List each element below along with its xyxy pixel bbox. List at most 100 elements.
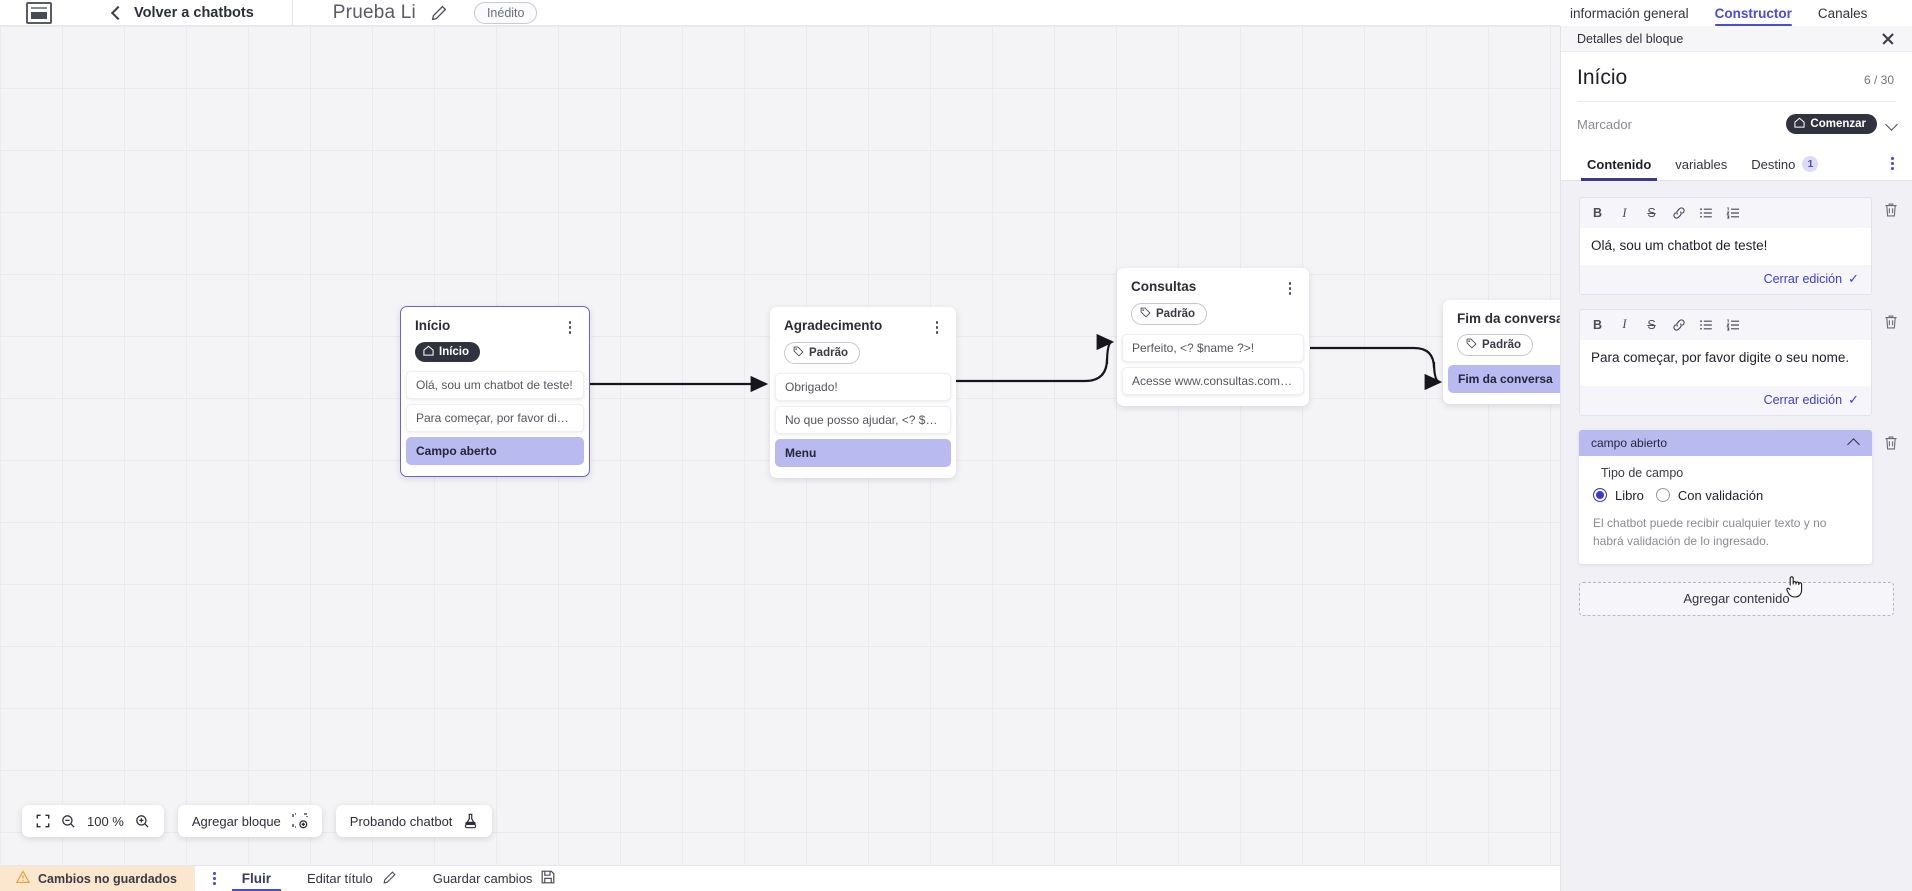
trash-icon[interactable] — [1882, 313, 1900, 331]
node-tag-label: Padrão — [809, 346, 848, 359]
node-tag-label: Padrão — [1156, 307, 1195, 320]
link-icon[interactable] — [1665, 314, 1692, 336]
node-row[interactable]: Campo aberto — [406, 436, 584, 465]
node-header: Fim da conversa — [1443, 309, 1562, 326]
block-details-panel: Detalles del bloque Início 6 / 30 Marcad… — [1560, 26, 1912, 891]
back-to-chatbots-link[interactable]: Volver a chatbots — [134, 4, 254, 21]
strikethrough-icon[interactable]: S — [1647, 206, 1656, 220]
editor-toolbar: B I S — [1580, 198, 1871, 228]
node-row[interactable]: Acesse www.consultas.com par... — [1122, 366, 1304, 395]
node-rows: Obrigado! No que posso ajudar, <? $name … — [770, 372, 956, 478]
strikethrough-icon[interactable]: S — [1647, 317, 1656, 332]
add-block-button[interactable]: Agregar bloque — [177, 805, 322, 837]
close-edit-button[interactable]: Cerrar edición ✓ — [1580, 386, 1871, 415]
open-field-title: campo abierto — [1591, 435, 1668, 450]
editor-text[interactable]: Olá, sou um chatbot de teste! — [1580, 228, 1871, 265]
tab-canales[interactable]: Canales — [1817, 5, 1868, 21]
tab-contenido[interactable]: Contenido — [1575, 148, 1663, 181]
kebab-menu-icon[interactable] — [563, 318, 577, 334]
node-row[interactable]: Para começar, por favor digite o ... — [406, 403, 584, 432]
app-logo-icon[interactable] — [26, 1, 52, 24]
close-edit-button[interactable]: Cerrar edición ✓ — [1580, 265, 1871, 294]
node-rows: Perfeito, <? $name ?>! Acesse www.consul… — [1117, 333, 1309, 406]
destino-count-badge: 1 — [1802, 156, 1819, 172]
zoom-control-group[interactable]: 100 % — [22, 805, 164, 837]
add-content-button[interactable]: Agregar contenido — [1579, 581, 1894, 616]
edit-title-button[interactable]: Editar título — [307, 870, 397, 888]
editor-text[interactable]: Para começar, por favor digite o seu nom… — [1580, 339, 1871, 386]
content-editor-block: B I S — [1579, 197, 1900, 295]
node-tag-badge: Padrão — [784, 341, 860, 364]
chevron-down-icon[interactable] — [1885, 118, 1898, 131]
close-icon[interactable] — [1880, 31, 1896, 47]
mouse-cursor — [1784, 574, 1806, 605]
tab-variables[interactable]: variables — [1663, 148, 1739, 180]
node-row[interactable]: Menu — [775, 438, 951, 467]
numbered-list-icon[interactable] — [1719, 314, 1746, 336]
radio-label: Libro — [1615, 487, 1644, 503]
radio-libro[interactable]: Libro — [1593, 488, 1644, 503]
check-icon: ✓ — [1848, 270, 1859, 286]
tab-destino[interactable]: Destino 1 — [1739, 147, 1830, 180]
tab-label: Contenido — [1587, 156, 1652, 172]
flow-node-fim-da-conversa[interactable]: Fim da conversa Padrão Fim da conversa — [1443, 300, 1562, 404]
node-row[interactable]: Obrigado! — [775, 372, 951, 401]
tag-icon — [1140, 307, 1151, 321]
flow-node-inicio[interactable]: Início Início Olá, sou um chatbot de tes… — [400, 306, 590, 477]
test-chatbot-label: Probando chatbot — [349, 813, 453, 829]
pencil-icon[interactable] — [430, 4, 448, 22]
numbered-list-icon[interactable] — [1719, 202, 1746, 224]
flow-canvas[interactable]: Início Início Olá, sou um chatbot de tes… — [0, 26, 1562, 865]
save-changes-button[interactable]: Guardar cambios — [433, 870, 556, 887]
link-icon[interactable] — [1665, 202, 1692, 224]
chevron-left-icon[interactable] — [108, 5, 124, 21]
test-chatbot-button[interactable]: Probando chatbot — [335, 805, 493, 837]
kebab-menu-icon[interactable] — [1891, 156, 1906, 171]
kebab-menu-icon[interactable] — [1283, 279, 1297, 295]
node-row[interactable]: No que posso ajudar, <? $name ... — [775, 405, 951, 434]
editor-toolbar: B I S — [1580, 310, 1871, 340]
marker-badge[interactable]: Comenzar — [1786, 114, 1877, 134]
kebab-menu-icon[interactable] — [212, 871, 216, 886]
zoom-in-icon[interactable] — [135, 814, 150, 829]
rich-text-editor[interactable]: B I S — [1579, 308, 1872, 416]
node-row[interactable]: Olá, sou um chatbot de teste! — [406, 370, 584, 399]
tab-informacion-general[interactable]: información general — [1570, 5, 1689, 21]
node-title: Consultas — [1131, 279, 1197, 294]
open-field-header[interactable]: campo abierto — [1579, 429, 1872, 456]
rich-text-editor[interactable]: B I S — [1579, 197, 1872, 295]
marker-control[interactable]: Comenzar — [1786, 114, 1898, 134]
fit-screen-icon[interactable] — [36, 814, 50, 828]
block-count: 6 / 30 — [1863, 73, 1894, 87]
bold-icon[interactable]: B — [1592, 206, 1603, 220]
node-title: Fim da conversa — [1457, 311, 1562, 326]
flow-node-agradecimento[interactable]: Agradecimento Padrão Obrigado! No que po… — [770, 307, 956, 478]
bullet-list-icon[interactable] — [1692, 202, 1719, 224]
field-help-text: El chatbot puede recibir cualquier texto… — [1593, 515, 1827, 548]
add-block-label: Agregar bloque — [191, 813, 281, 829]
node-tag-badge: Padrão — [1457, 334, 1533, 356]
save-changes-label: Guardar cambios — [432, 871, 533, 886]
kebab-menu-icon[interactable] — [930, 318, 944, 334]
flow-node-consultas[interactable]: Consultas Padrão Perfeito, <? $name ?>! … — [1117, 268, 1309, 406]
radio-con-validacion[interactable]: Con validación — [1655, 488, 1763, 503]
trash-icon[interactable] — [1882, 434, 1900, 452]
bullet-list-icon[interactable] — [1692, 314, 1719, 336]
page-title: Prueba Li — [332, 1, 416, 23]
node-row[interactable]: Perfeito, <? $name ?>! — [1122, 333, 1304, 362]
italic-icon[interactable]: I — [1622, 317, 1627, 332]
tab-constructor[interactable]: Constructor — [1714, 0, 1793, 26]
zoom-out-icon[interactable] — [61, 814, 76, 829]
marker-label: Marcador — [1577, 116, 1632, 132]
node-tag-badge: Padrão — [1131, 302, 1207, 325]
italic-icon[interactable]: I — [1622, 205, 1627, 220]
node-title: Início — [415, 318, 451, 333]
node-rows: Olá, sou um chatbot de teste! Para começ… — [401, 370, 589, 476]
chevron-up-icon[interactable] — [1847, 436, 1860, 449]
open-field-card[interactable]: campo abierto Tipo de campo Libro — [1579, 429, 1872, 564]
node-row[interactable]: Fim da conversa — [1448, 365, 1562, 393]
tab-fluir[interactable]: Fluir — [231, 866, 282, 891]
bold-icon[interactable]: B — [1592, 317, 1603, 332]
trash-icon[interactable] — [1882, 201, 1900, 219]
block-title: Início — [1577, 66, 1628, 89]
